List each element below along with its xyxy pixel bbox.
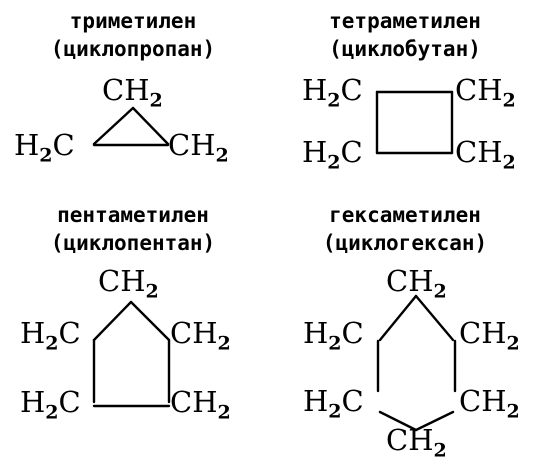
group-ch2-upper-right: CH2 xyxy=(459,316,520,355)
bond-cyclohexane-5 xyxy=(378,410,418,432)
bond-cyclopropane-1 xyxy=(92,106,135,146)
group-ch2-top: CH2 xyxy=(98,264,159,303)
alt-name-cyclohexane: (циклогексан) xyxy=(322,231,488,255)
group-h2c-bottom-left: H2C xyxy=(302,135,363,174)
name-hexamethylene: гексаметилен xyxy=(329,203,481,227)
name-tetramethylene: тетраметилен xyxy=(329,9,481,33)
bond-cyclohexane-1 xyxy=(378,294,418,342)
bond-cyclohexane-6 xyxy=(414,410,455,432)
alt-name-cyclobutane: (циклобутан) xyxy=(329,37,481,61)
group-h2c-top-left: H2C xyxy=(302,73,363,112)
group-h2c-lower-left: H2C xyxy=(20,385,81,424)
group-ch2-bottom: CH2 xyxy=(386,423,447,462)
group-h2c-upper-left: H2C xyxy=(303,316,364,355)
group-ch2-lower-right: CH2 xyxy=(459,384,520,423)
group-ch2-right: CH2 xyxy=(168,128,229,167)
alt-name-cyclopentane: (циклопентан) xyxy=(50,231,216,255)
group-ch2-top-right: CH2 xyxy=(455,73,516,112)
group-ch2-bottom-right: CH2 xyxy=(455,135,516,174)
bond-cyclopentane-2 xyxy=(129,300,171,342)
bond-cyclopentane-1 xyxy=(92,300,133,342)
group-h2c-lower-left: H2C xyxy=(303,384,364,423)
group-ch2-top: CH2 xyxy=(386,264,447,303)
group-h2c-upper-left: H2C xyxy=(20,316,81,355)
bond-cyclohexane-2 xyxy=(414,294,455,342)
name-pentamethylene: пентаметилен xyxy=(57,203,209,227)
group-ch2-upper-right: CH2 xyxy=(170,316,231,355)
name-trimethylene: триметилен xyxy=(69,9,197,33)
group-h2c-left: H2C xyxy=(14,128,75,167)
alt-name-cyclopropane: (циклопропан) xyxy=(50,37,216,61)
bond-cyclopropane-2 xyxy=(131,106,170,146)
group-ch2-lower-right: CH2 xyxy=(170,385,231,424)
group-ch2-top: CH2 xyxy=(102,73,163,112)
